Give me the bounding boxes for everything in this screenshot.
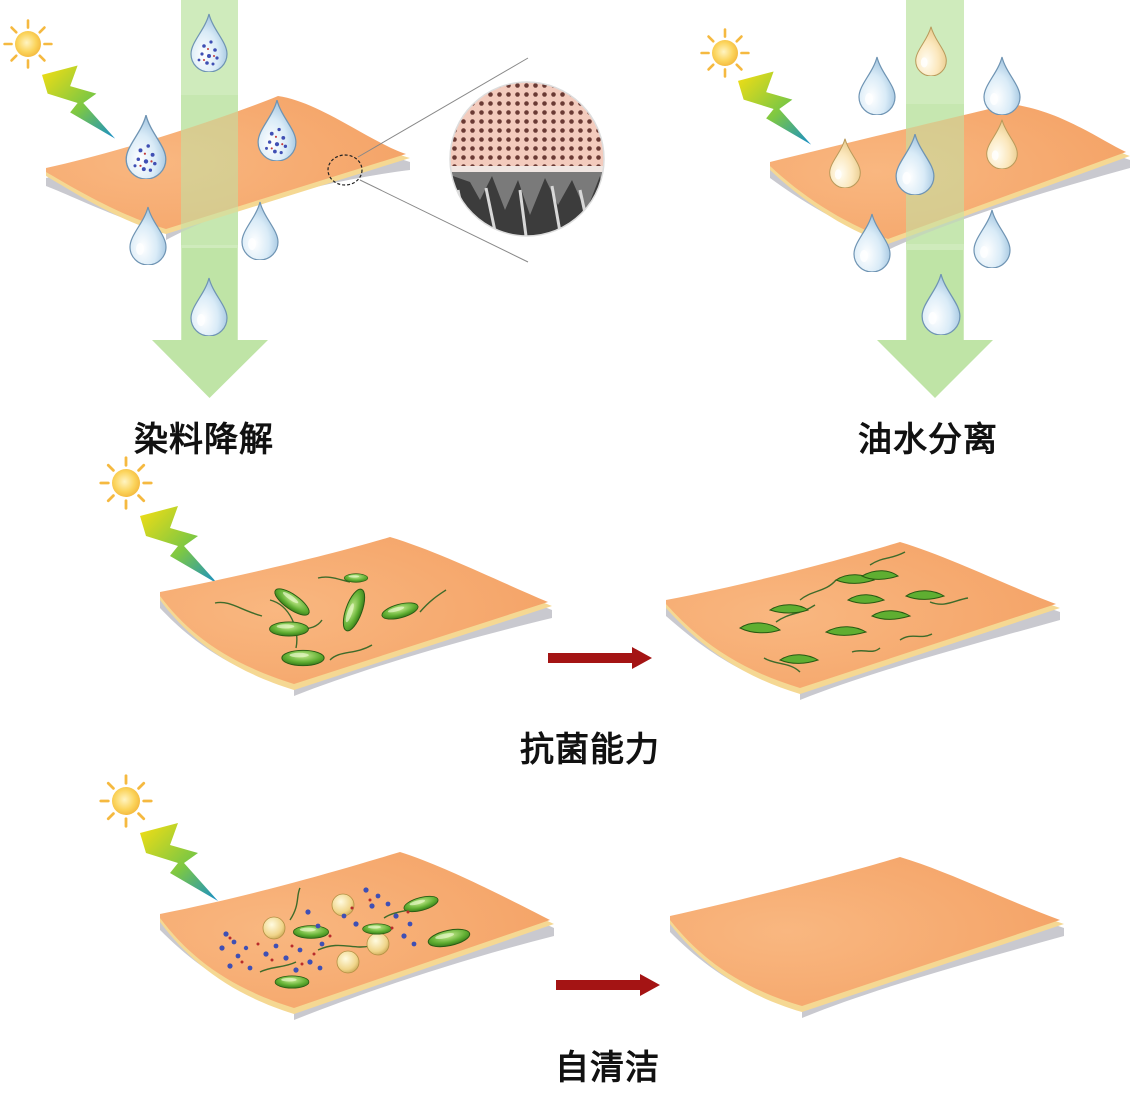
bacteria-icon: [274, 975, 310, 989]
bacteria-icon: [281, 649, 325, 667]
bacteria-icon: [292, 925, 330, 939]
water-drop-icon: [973, 209, 1011, 268]
arrow-right-icon: [548, 647, 652, 669]
oil-water-separation-label: 油水分离: [858, 420, 998, 460]
dye-drop-icon: [125, 114, 167, 179]
lightning-icon: [738, 71, 812, 145]
pollutant-particle-icon: [366, 932, 390, 956]
dead-bacteria-cells: [739, 570, 946, 664]
sun-icon: [99, 774, 153, 828]
membrane: [666, 542, 1060, 700]
bacteria-icon: [269, 621, 309, 637]
lightning-icon: [140, 506, 218, 584]
self-cleaning-panel: [99, 774, 1064, 1020]
antibacterial-label: 抗菌能力: [520, 730, 660, 770]
antibacterial-panel: [99, 456, 1060, 700]
lightning-icon: [140, 823, 218, 901]
pollutant-group: [219, 887, 472, 989]
water-drop-icon: [241, 201, 279, 260]
self-cleaning-label: 自清洁: [555, 1048, 660, 1088]
bacteria-icon: [362, 923, 392, 935]
dye-degradation-panel: [3, 0, 605, 398]
magnifier-circle-icon: [327, 57, 605, 263]
pollutant-particle-icon: [331, 893, 355, 917]
sun-icon: [3, 19, 53, 69]
membrane: [160, 852, 554, 1020]
dye-degradation-label: 染料降解: [134, 420, 274, 460]
light-beam-overlay: [181, 95, 238, 245]
arrow-right-icon: [556, 974, 660, 996]
bacteria-icon: [343, 573, 369, 583]
water-drop-icon: [983, 56, 1021, 115]
water-drop-icon: [858, 56, 896, 115]
sun-icon: [99, 456, 153, 510]
pollutant-particle-icon: [336, 950, 360, 974]
sun-icon: [700, 28, 750, 78]
dead-bacteria-group: [763, 551, 969, 673]
lightning-icon: [42, 65, 116, 139]
membrane: [670, 857, 1064, 1018]
oil-water-panel: [700, 0, 1130, 398]
pollutant-particle-icon: [262, 916, 286, 940]
